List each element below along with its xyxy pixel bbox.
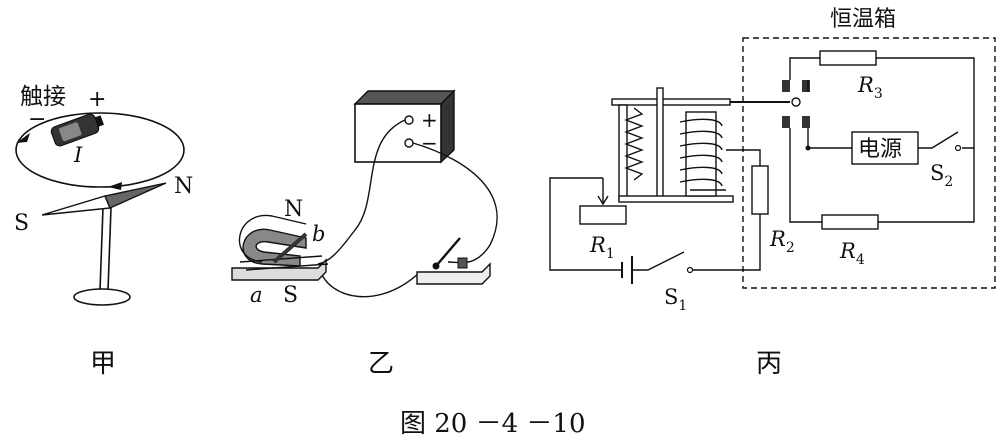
needle-n-half — [104, 182, 167, 209]
switch-contact — [457, 257, 468, 269]
label-r3: R3 — [857, 73, 883, 102]
incubator-title: 恒温箱 — [830, 7, 896, 32]
wire-plus — [317, 119, 406, 265]
switch-s2-terminal — [954, 144, 962, 152]
label-s1: S1 — [664, 285, 687, 314]
rod-end-b-label: b — [312, 222, 325, 246]
power-supply-box — [851, 131, 919, 165]
terminal-plus-label: + — [421, 108, 438, 132]
resistor-r4 — [821, 214, 879, 230]
power-label: 电源 — [858, 137, 902, 162]
touch-label: 触接 — [20, 84, 66, 110]
relay-spring — [624, 107, 644, 181]
incubator-box — [742, 37, 996, 289]
battery-minus-sign: − — [28, 107, 46, 132]
current-arrow-bottom — [108, 182, 122, 190]
power-box-side — [440, 89, 455, 164]
needle-s-label: S — [14, 211, 29, 236]
wire-r3-loop — [789, 57, 975, 223]
contact-lower-left — [782, 116, 790, 128]
relay-top-arm — [611, 98, 731, 106]
panel-bing: 恒温箱 R3 电源 S2 R4 — [549, 7, 996, 379]
contact-upper-right — [802, 80, 810, 92]
contact-upper-left — [782, 80, 790, 92]
switch-s1-terminal — [686, 266, 694, 274]
battery — [50, 113, 104, 147]
relay-mid-post — [656, 87, 664, 201]
terminal-plus — [404, 115, 414, 125]
rod-end-a-label: a — [250, 283, 263, 307]
label-s2: S2 — [930, 161, 953, 190]
conductor-rod — [272, 232, 308, 264]
figure-caption: 图 20 －4 －10 — [400, 409, 586, 439]
control-wires — [549, 149, 761, 271]
rheostat-r1 — [579, 205, 627, 225]
switch-pivot — [432, 262, 440, 270]
needle-stand — [99, 207, 112, 291]
caption-bing: 丙 — [756, 349, 782, 379]
current-arrow-top — [16, 133, 30, 143]
terminal-minus — [404, 138, 414, 148]
electromagnet-coil — [679, 118, 723, 187]
needle-base — [73, 288, 131, 306]
power-box-front — [354, 103, 442, 163]
magnet-n-label: N — [284, 197, 303, 222]
terminal-minus-label: − — [421, 131, 438, 155]
panel-jia: 触接 + − I N S 甲 — [14, 84, 193, 379]
caption-jia: 甲 — [90, 349, 116, 379]
current-label: I — [73, 143, 83, 167]
needle-n-label: N — [174, 174, 193, 199]
relay-base-bar — [618, 195, 734, 203]
relay-left-post — [618, 104, 628, 201]
magnet-s-label: S — [283, 283, 298, 308]
electromagnet-core — [685, 111, 717, 197]
contact-pivot — [791, 97, 801, 107]
switch-blade — [435, 237, 461, 267]
wire-loop — [15, 112, 185, 188]
panel-yi: + − N b a S 乙 — [231, 89, 498, 379]
label-r2: R2 — [769, 227, 795, 256]
switch-base — [416, 262, 491, 285]
power-box-top — [353, 90, 456, 105]
contact-lower-right — [802, 116, 810, 128]
control-battery — [621, 256, 633, 284]
label-r1: R1 — [589, 233, 615, 262]
rail-pair — [239, 255, 329, 271]
resistor-r3 — [819, 50, 877, 66]
rheostat-slider — [597, 178, 609, 206]
caption-yi: 乙 — [368, 349, 394, 379]
label-r4: R4 — [839, 239, 865, 268]
resistor-r2 — [751, 165, 769, 215]
battery-plus-sign: + — [88, 87, 106, 112]
horseshoe-top — [238, 214, 307, 263]
junction-dot — [805, 145, 811, 151]
magnet-base — [231, 258, 327, 281]
needle-s-half — [41, 195, 112, 216]
wire-switch-to-rail — [319, 269, 421, 298]
